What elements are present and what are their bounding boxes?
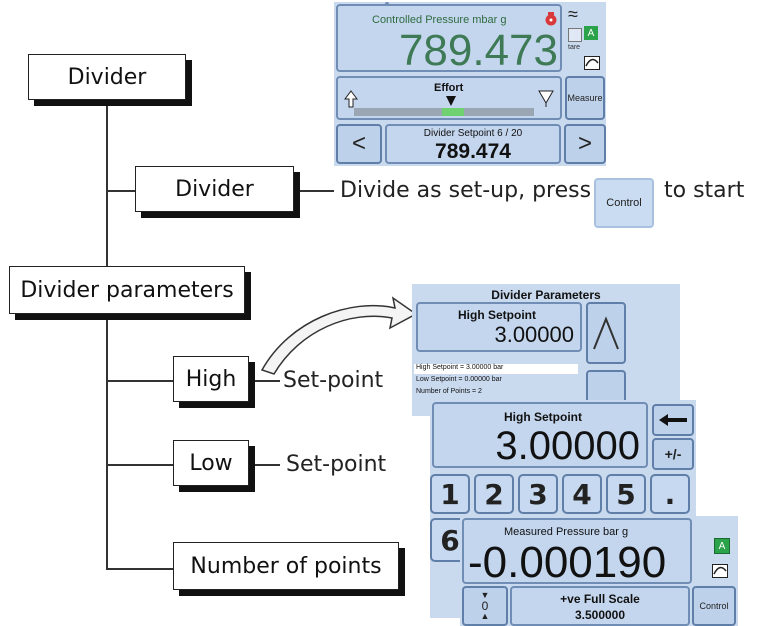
tree-connector xyxy=(106,464,174,466)
full-scale-panel[interactable]: +ve Full Scale 3.500000 xyxy=(510,586,690,626)
measure-button[interactable]: Measure xyxy=(565,76,605,120)
auto-a-icon: A xyxy=(584,26,598,40)
effort-label: Effort xyxy=(434,82,464,94)
tree-connector xyxy=(106,568,174,570)
controlled-pressure-display: Controlled Pressure mbar g 789.473 xyxy=(336,4,562,75)
parameters-title: Divider Parameters xyxy=(491,288,601,302)
keypad-value: 3.00000 xyxy=(495,424,640,468)
high-setpoint-field[interactable]: High Setpoint 3.00000 xyxy=(416,302,582,352)
keypad-value-display: High Setpoint 3.00000 xyxy=(432,402,648,468)
measure-screen: Measured Pressure bar g -0.000190 A ▼ 0 … xyxy=(460,516,738,626)
effort-panel[interactable]: Effort xyxy=(336,76,562,120)
high-setpoint-note: Set-point xyxy=(283,368,384,393)
info-line-low: Low Setpoint = 0.00000 bar xyxy=(416,376,502,383)
menu-low[interactable]: Low xyxy=(173,440,249,486)
tree-connector xyxy=(248,380,280,382)
controlled-pressure-label: Controlled Pressure mbar g xyxy=(372,14,507,26)
alarm-icon xyxy=(545,12,557,26)
info-line-points: Number of Points = 2 xyxy=(416,388,482,395)
key-5[interactable]: 5 xyxy=(606,474,646,514)
up-arrow-icon xyxy=(344,90,358,108)
tree-connector xyxy=(106,100,108,270)
plus-minus-button[interactable]: +/- xyxy=(652,438,694,470)
side-icons: ≈ A tare xyxy=(566,4,604,72)
menu-divider-parameters[interactable]: Divider parameters xyxy=(9,266,245,314)
menu-number-of-points[interactable]: Number of points xyxy=(173,542,399,590)
setpoint-panel-placeholder xyxy=(385,2,389,6)
low-setpoint-note: Set-point xyxy=(286,452,387,477)
effort-marker-icon xyxy=(446,96,456,106)
increment-button[interactable] xyxy=(586,302,626,364)
tree-connector xyxy=(106,312,108,570)
key-4[interactable]: 4 xyxy=(562,474,602,514)
caret-up-icon xyxy=(593,316,619,350)
divider-setpoint-label: Divider Setpoint 6 / 20 xyxy=(423,128,523,139)
key-3[interactable]: 3 xyxy=(518,474,558,514)
menu-divider[interactable]: Divider xyxy=(28,54,186,100)
wave-icon: ≈ xyxy=(568,4,578,24)
high-setpoint-field-value: 3.00000 xyxy=(494,322,574,347)
curved-arrow-icon xyxy=(260,296,418,375)
zero-digit: 0 xyxy=(481,599,489,613)
controlled-pressure-value: 789.473 xyxy=(398,26,558,75)
control-button-inline[interactable]: Control xyxy=(594,178,654,228)
tree-connector xyxy=(294,190,334,192)
key-decimal[interactable]: . xyxy=(650,474,690,514)
menu-high[interactable]: High xyxy=(173,356,249,402)
tree-connector xyxy=(106,190,136,192)
divider-setpoint-panel[interactable]: Divider Setpoint 6 / 20 789.474 xyxy=(385,124,561,164)
grid-icon xyxy=(568,28,582,42)
to-start-text: to start xyxy=(664,178,745,203)
keypad-value-label: High Setpoint xyxy=(504,410,582,424)
key-2[interactable]: 2 xyxy=(474,474,514,514)
trend-icon xyxy=(584,56,600,70)
up-arrow-icon: ▲ xyxy=(480,611,490,621)
menu-divider-sub[interactable]: Divider xyxy=(135,166,294,212)
control-button[interactable]: Control xyxy=(692,586,736,626)
zero-button[interactable]: ▼ 0 ▲ xyxy=(462,586,508,626)
tree-connector xyxy=(248,464,280,466)
full-scale-label: +ve Full Scale xyxy=(560,592,640,606)
next-setpoint-button[interactable]: > xyxy=(564,124,606,164)
vent-icon xyxy=(538,90,554,107)
divide-instruction-text: Divide as set-up, press xyxy=(340,178,592,203)
full-scale-value: 3.500000 xyxy=(574,608,626,622)
divider-setpoint-value: 789.474 xyxy=(435,140,511,163)
main-screen: Controlled Pressure mbar g 789.473 ≈ A t… xyxy=(334,2,606,166)
measured-pressure-value: -0.000190 xyxy=(468,538,667,587)
backspace-button[interactable] xyxy=(652,404,694,436)
backspace-icon xyxy=(659,414,687,426)
down-arrow-icon: ▼ xyxy=(480,590,490,600)
trend-icon xyxy=(712,564,728,578)
info-highlight xyxy=(414,364,578,374)
high-setpoint-field-label: High Setpoint xyxy=(458,308,536,322)
tare-icon: tare xyxy=(568,44,581,51)
measured-pressure-display: Measured Pressure bar g -0.000190 xyxy=(462,518,692,587)
prev-setpoint-button[interactable]: < xyxy=(336,124,382,164)
key-1[interactable]: 1 xyxy=(430,474,470,514)
effort-bar-fill xyxy=(442,108,464,116)
divider-parameters-screen: Divider Parameters High Setpoint 3.00000… xyxy=(412,284,680,416)
info-line-high: High Setpoint = 3.00000 bar xyxy=(416,364,504,371)
auto-a-icon: A xyxy=(714,538,730,554)
measured-pressure-label: Measured Pressure bar g xyxy=(504,526,629,538)
tree-connector xyxy=(106,380,174,382)
